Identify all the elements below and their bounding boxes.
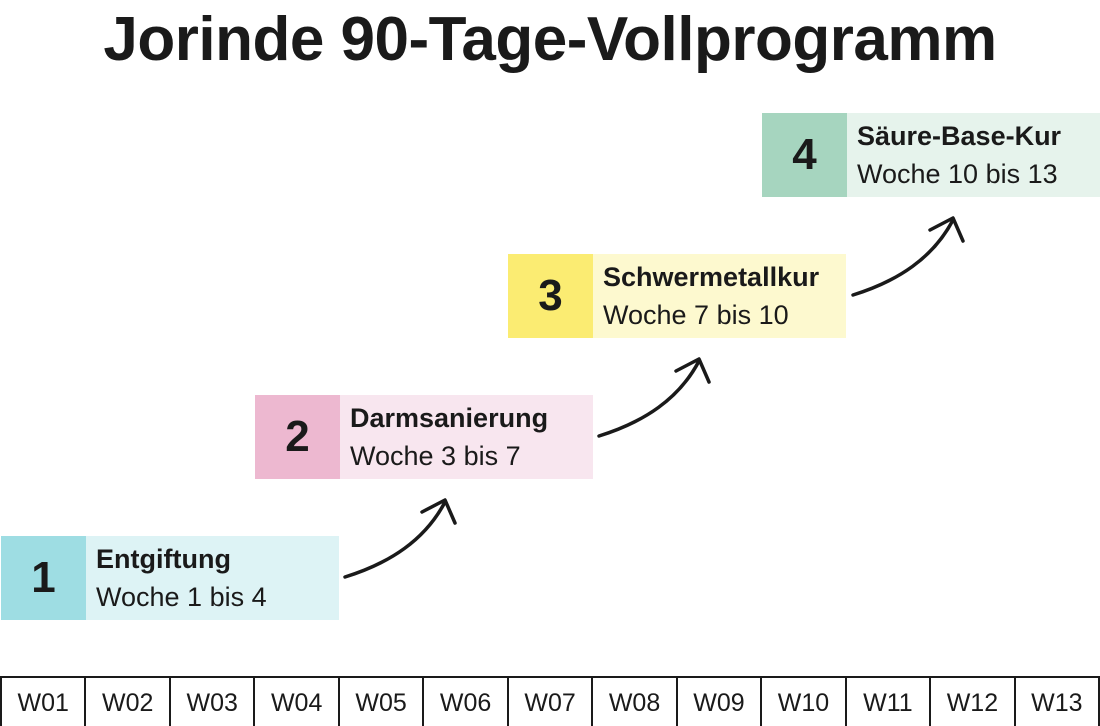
- phase-card-schwermetallkur: 3 Schwermetallkur Woche 7 bis 10: [508, 254, 846, 338]
- phase-range: Woche 10 bis 13: [857, 159, 1058, 189]
- week-cell: W06: [422, 678, 506, 726]
- week-cell: W05: [337, 678, 422, 726]
- page-title: Jorinde 90-Tage-Vollprogramm: [103, 5, 997, 74]
- arrow-3-to-4: [851, 216, 965, 297]
- week-cell: W12: [929, 678, 1013, 726]
- phase-body: Darmsanierung Woche 3 bis 7: [340, 395, 593, 479]
- phase-card-darmsanierung: 2 Darmsanierung Woche 3 bis 7: [255, 395, 593, 479]
- phase-card-entgiftung: 1 Entgiftung Woche 1 bis 4: [1, 536, 339, 620]
- phase-range: Woche 3 bis 7: [350, 441, 521, 471]
- week-cell: W09: [675, 678, 760, 726]
- phase-number: 3: [508, 254, 593, 338]
- week-timeline: W01 W02 W03 W04 W05 W06 W07 W08 W09 W10 …: [0, 676, 1100, 726]
- week-cell: W02: [84, 678, 168, 726]
- phase-number: 1: [1, 536, 86, 620]
- week-cell: W07: [506, 678, 591, 726]
- phase-range: Woche 1 bis 4: [96, 582, 267, 612]
- arrow-1-to-2: [343, 498, 457, 579]
- phase-name: Darmsanierung: [350, 403, 549, 433]
- week-cell: W08: [591, 678, 675, 726]
- week-cell: W10: [760, 678, 844, 726]
- week-cell: W04: [253, 678, 337, 726]
- phase-body: Schwermetallkur Woche 7 bis 10: [593, 254, 846, 338]
- phase-number: 4: [762, 113, 847, 197]
- phase-body: Entgiftung Woche 1 bis 4: [86, 536, 339, 620]
- week-cell: W03: [168, 678, 253, 726]
- phase-number: 2: [255, 395, 340, 479]
- week-cell: W11: [844, 678, 929, 726]
- arrow-2-to-3: [597, 357, 711, 438]
- phase-name: Schwermetallkur: [603, 262, 820, 292]
- phase-name: Entgiftung: [96, 544, 231, 574]
- phase-range: Woche 7 bis 10: [603, 300, 789, 330]
- phase-name: Säure-Base-Kur: [857, 121, 1062, 151]
- phase-card-saeure-base-kur: 4 Säure-Base-Kur Woche 10 bis 13: [762, 113, 1100, 197]
- week-cell: W01: [0, 678, 84, 726]
- phase-body: Säure-Base-Kur Woche 10 bis 13: [847, 113, 1100, 197]
- week-cell: W13: [1013, 678, 1100, 726]
